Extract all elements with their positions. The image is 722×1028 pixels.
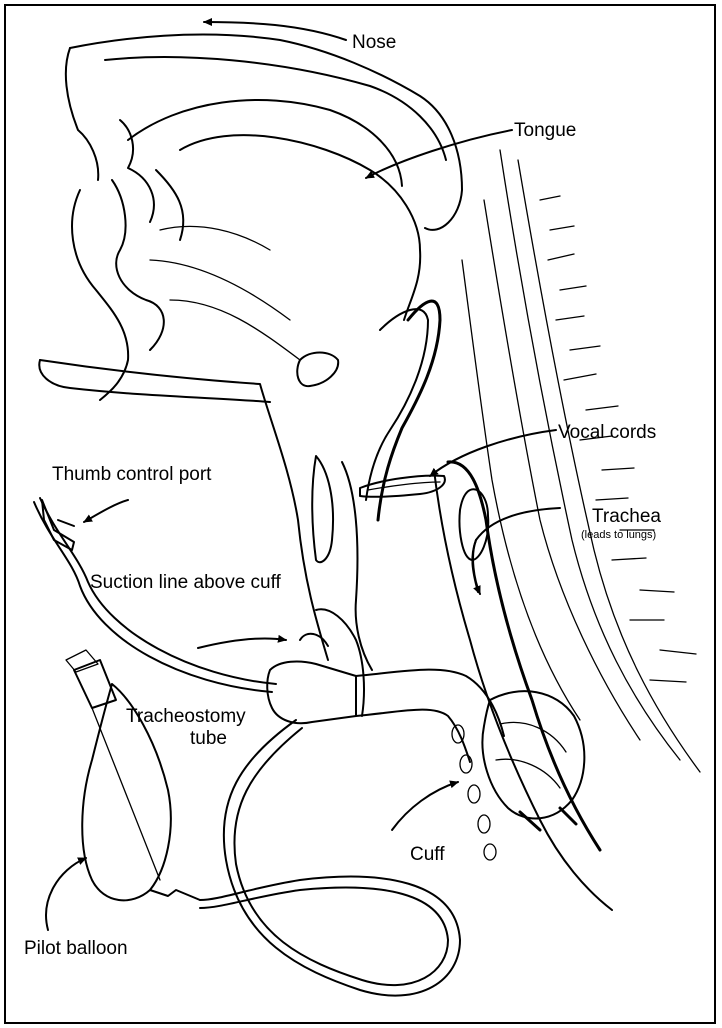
vocal-cords-drawing [360, 476, 445, 497]
trachea-label: Trachea [592, 506, 661, 527]
suction-line-drawing [34, 498, 276, 692]
suction-line-label: Suction line above cuff [90, 572, 282, 593]
cuff-label: Cuff [410, 844, 445, 865]
tongue-label: Tongue [514, 120, 576, 141]
trachea-note-label: (leads to lungs) [581, 529, 656, 541]
pilot-balloon-label: Pilot balloon [24, 938, 128, 959]
thumb-control-port-label: Thumb control port [52, 464, 212, 485]
tracheostomy-tube-label-line1: Tracheostomy [126, 706, 246, 727]
vocal-cords-label: Vocal cords [558, 422, 656, 443]
tracheostomy-tube-drawing [267, 609, 584, 860]
head-anatomy [39, 35, 700, 772]
tracheostomy-tube-label-line2: tube [190, 728, 227, 749]
nose-label: Nose [352, 32, 396, 53]
